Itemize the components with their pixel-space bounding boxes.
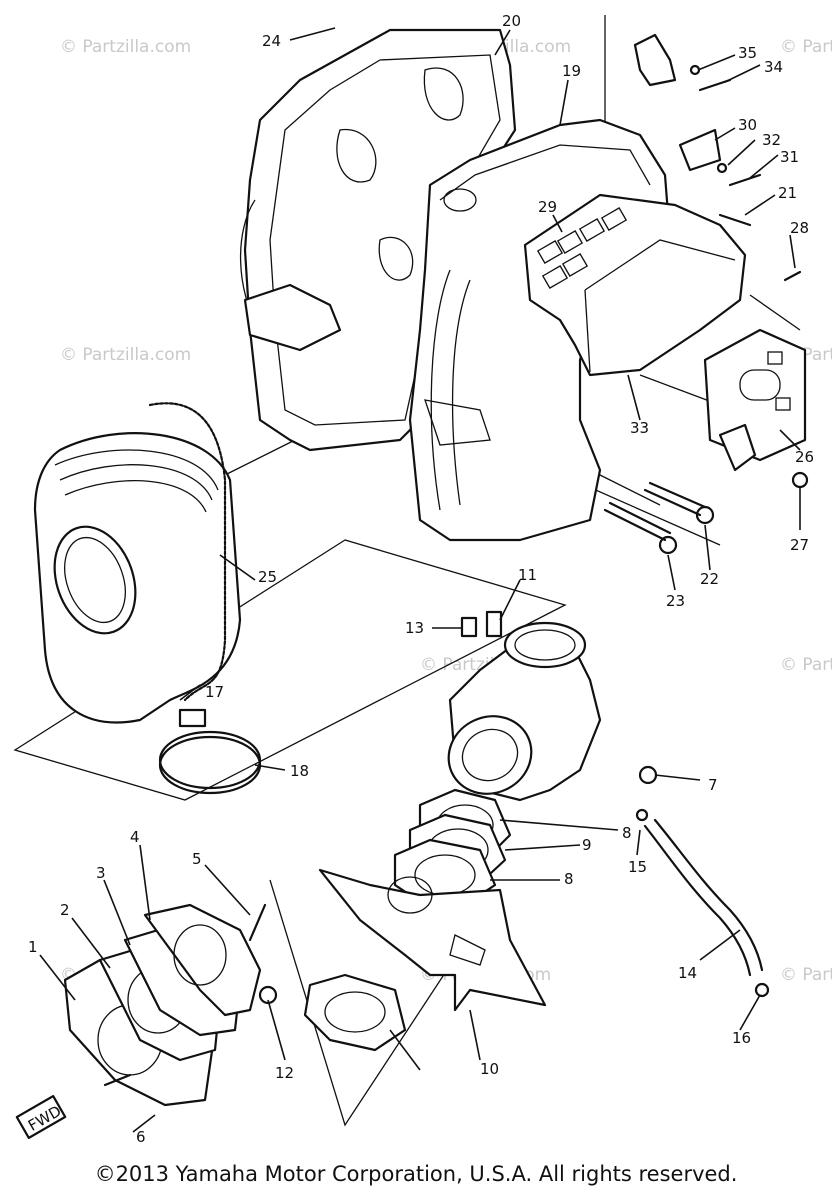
callout-35: 35 — [738, 44, 757, 62]
part-25-gasket — [148, 402, 227, 702]
part-17-silencer — [33, 432, 242, 724]
callout-26: 26 — [795, 448, 814, 466]
callout-19: 19 — [562, 62, 581, 80]
callout-20: 20 — [502, 12, 521, 30]
exploded-parts-diagram: © Partzilla.com © Partzilla.com © Partzi… — [13, 12, 832, 1146]
callout-9: 9 — [582, 836, 592, 854]
callout-4: 4 — [130, 828, 140, 846]
callout-11: 11 — [518, 566, 537, 584]
part-18-clamp — [158, 708, 262, 795]
callout-16: 16 — [732, 1029, 751, 1047]
callout-8b: 8 — [564, 870, 574, 888]
callout-28: 28 — [790, 219, 809, 237]
callout-17: 17 — [205, 683, 224, 701]
callout-25: 25 — [258, 568, 277, 586]
callout-27: 27 — [790, 536, 809, 554]
leader-lines — [39, 27, 801, 1133]
callout-labels: 1 2 3 4 5 6 7 8 9 8 10 11 12 13 14 15 16… — [28, 12, 814, 1146]
watermark: © Partzilla.com — [60, 345, 191, 365]
callout-18: 18 — [290, 762, 309, 780]
small-brackets — [633, 33, 809, 489]
flange-gaskets — [393, 788, 512, 907]
long-bolts — [603, 481, 715, 555]
fwd-marker: FWD — [15, 1095, 67, 1139]
callout-31: 31 — [780, 148, 799, 166]
callout-30: 30 — [738, 116, 757, 134]
callout-15: 15 — [628, 858, 647, 876]
callout-22: 22 — [700, 570, 719, 588]
callout-33: 33 — [630, 419, 649, 437]
lower-gasket-8 — [303, 973, 407, 1052]
callout-10: 10 — [480, 1060, 499, 1078]
callout-21: 21 — [778, 184, 797, 202]
callout-34: 34 — [764, 58, 783, 76]
callout-32: 32 — [762, 131, 781, 149]
callout-5: 5 — [192, 850, 202, 868]
part-10-plate — [318, 868, 547, 1012]
part-33-electrical-box — [523, 193, 747, 377]
callout-23: 23 — [666, 592, 685, 610]
callout-14: 14 — [678, 964, 697, 982]
callout-24: 24 — [262, 32, 281, 50]
callout-29: 29 — [538, 198, 557, 216]
callout-7: 7 — [708, 776, 718, 794]
callout-3: 3 — [96, 864, 106, 882]
watermark: © Partzilla.com — [780, 655, 832, 675]
carburetor — [447, 610, 658, 802]
watermark: © Partzilla.com — [780, 965, 832, 985]
callout-12: 12 — [275, 1064, 294, 1082]
callout-8: 8 — [622, 824, 632, 842]
part-14-hose — [635, 808, 770, 998]
copyright-notice: ©2013 Yamaha Motor Corporation, U.S.A. A… — [94, 1162, 738, 1186]
watermark: © Partzilla.com — [780, 37, 832, 57]
callout-6: 6 — [136, 1128, 146, 1146]
watermark: © Partzilla.com — [60, 37, 191, 57]
part-20-cover — [239, 28, 517, 452]
callout-13: 13 — [405, 619, 424, 637]
intake-manifold — [63, 903, 278, 1107]
part-26-plate — [703, 328, 807, 462]
callout-1: 1 — [28, 938, 38, 956]
callout-2: 2 — [60, 901, 70, 919]
